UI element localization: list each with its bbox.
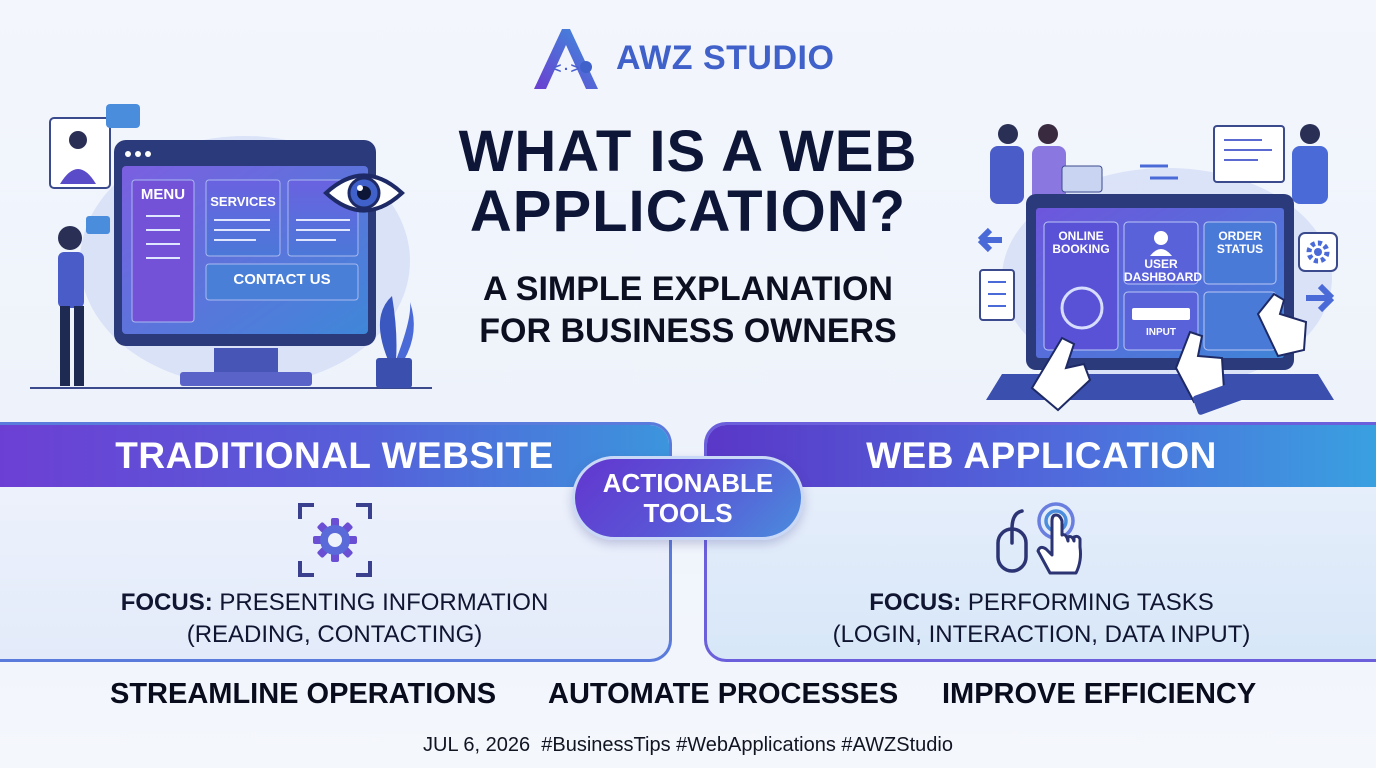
focus-detail: (READING, CONTACTING) bbox=[186, 621, 483, 648]
page-title: WHAT IS A WEB APPLICATION? bbox=[380, 122, 996, 242]
traditional-website-focus: FOCUS: PRESENTING INFORMATION (READING, … bbox=[0, 587, 669, 651]
monitor-contact-label: CONTACT US bbox=[233, 271, 331, 288]
svg-text:<·>: <·> bbox=[552, 61, 579, 78]
benefits-row: STREAMLINE OPERATIONS AUTOMATE PROCESSES… bbox=[0, 678, 1376, 720]
web-application-panel: WEB APPLICATION FOCUS: PERFORMING TASKS … bbox=[704, 422, 1376, 662]
subtitle-line-1: A SIMPLE EXPLANATION bbox=[483, 270, 893, 308]
web-application-heading: WEB APPLICATION bbox=[707, 425, 1376, 487]
title-line-1: WHAT IS A WEB bbox=[458, 119, 918, 184]
traditional-website-panel: TRADITIONAL WEBSITE FOCUS: PRESENTING IN… bbox=[0, 422, 672, 662]
logo-mark-icon: <·> bbox=[534, 29, 598, 89]
focus-label: FOCUS: bbox=[120, 589, 213, 616]
laptop-input-label: INPUT bbox=[1146, 327, 1176, 338]
gear-icon bbox=[1298, 232, 1338, 272]
benefit-efficiency: IMPROVE EFFICIENCY bbox=[942, 678, 1257, 710]
web-app-illustration: ONLINE BOOKING USER DASHBOARD ORDER STAT… bbox=[962, 118, 1362, 418]
focus-label: FOCUS: bbox=[869, 589, 962, 616]
brand-logo: <·> AWZ STUDIO bbox=[528, 22, 858, 94]
badge-line-2: TOOLS bbox=[643, 498, 733, 528]
focus-text: PRESENTING INFORMATION bbox=[219, 589, 549, 616]
website-illustration: MENU SERVICES CONTACT US bbox=[20, 96, 440, 396]
mouse-click-icon bbox=[995, 502, 1082, 575]
eye-icon bbox=[323, 173, 405, 213]
traditional-website-heading: TRADITIONAL WEBSITE bbox=[0, 425, 669, 487]
laptop-tile-online-booking: ONLINE BOOKING bbox=[1052, 229, 1110, 256]
page-subtitle: A SIMPLE EXPLANATION FOR BUSINESS OWNERS bbox=[380, 268, 996, 352]
focus-text: PERFORMING TASKS bbox=[967, 589, 1214, 616]
web-application-focus: FOCUS: PERFORMING TASKS (LOGIN, INTERACT… bbox=[707, 587, 1376, 651]
subtitle-line-2: FOR BUSINESS OWNERS bbox=[479, 312, 897, 350]
benefit-streamline: STREAMLINE OPERATIONS bbox=[110, 678, 497, 710]
monitor-services-label: SERVICES bbox=[210, 194, 276, 209]
focus-detail: (LOGIN, INTERACTION, DATA INPUT) bbox=[832, 621, 1251, 648]
title-line-2: APPLICATION? bbox=[469, 179, 907, 244]
footer-date-hashtags: JUL 6, 2026 #BusinessTips #WebApplicatio… bbox=[423, 734, 953, 756]
brand-name: AWZ STUDIO bbox=[616, 38, 835, 77]
gear-icon bbox=[297, 503, 372, 577]
laptop-tile-user-dashboard: USER DASHBOARD bbox=[1124, 257, 1202, 284]
actionable-tools-badge: ACTIONABLE TOOLS bbox=[572, 456, 804, 540]
monitor-menu-label: MENU bbox=[140, 186, 186, 203]
benefit-automate: AUTOMATE PROCESSES bbox=[548, 678, 899, 710]
badge-line-1: ACTIONABLE bbox=[602, 468, 774, 498]
laptop-tile-order-status: ORDER STATUS bbox=[1216, 229, 1264, 256]
